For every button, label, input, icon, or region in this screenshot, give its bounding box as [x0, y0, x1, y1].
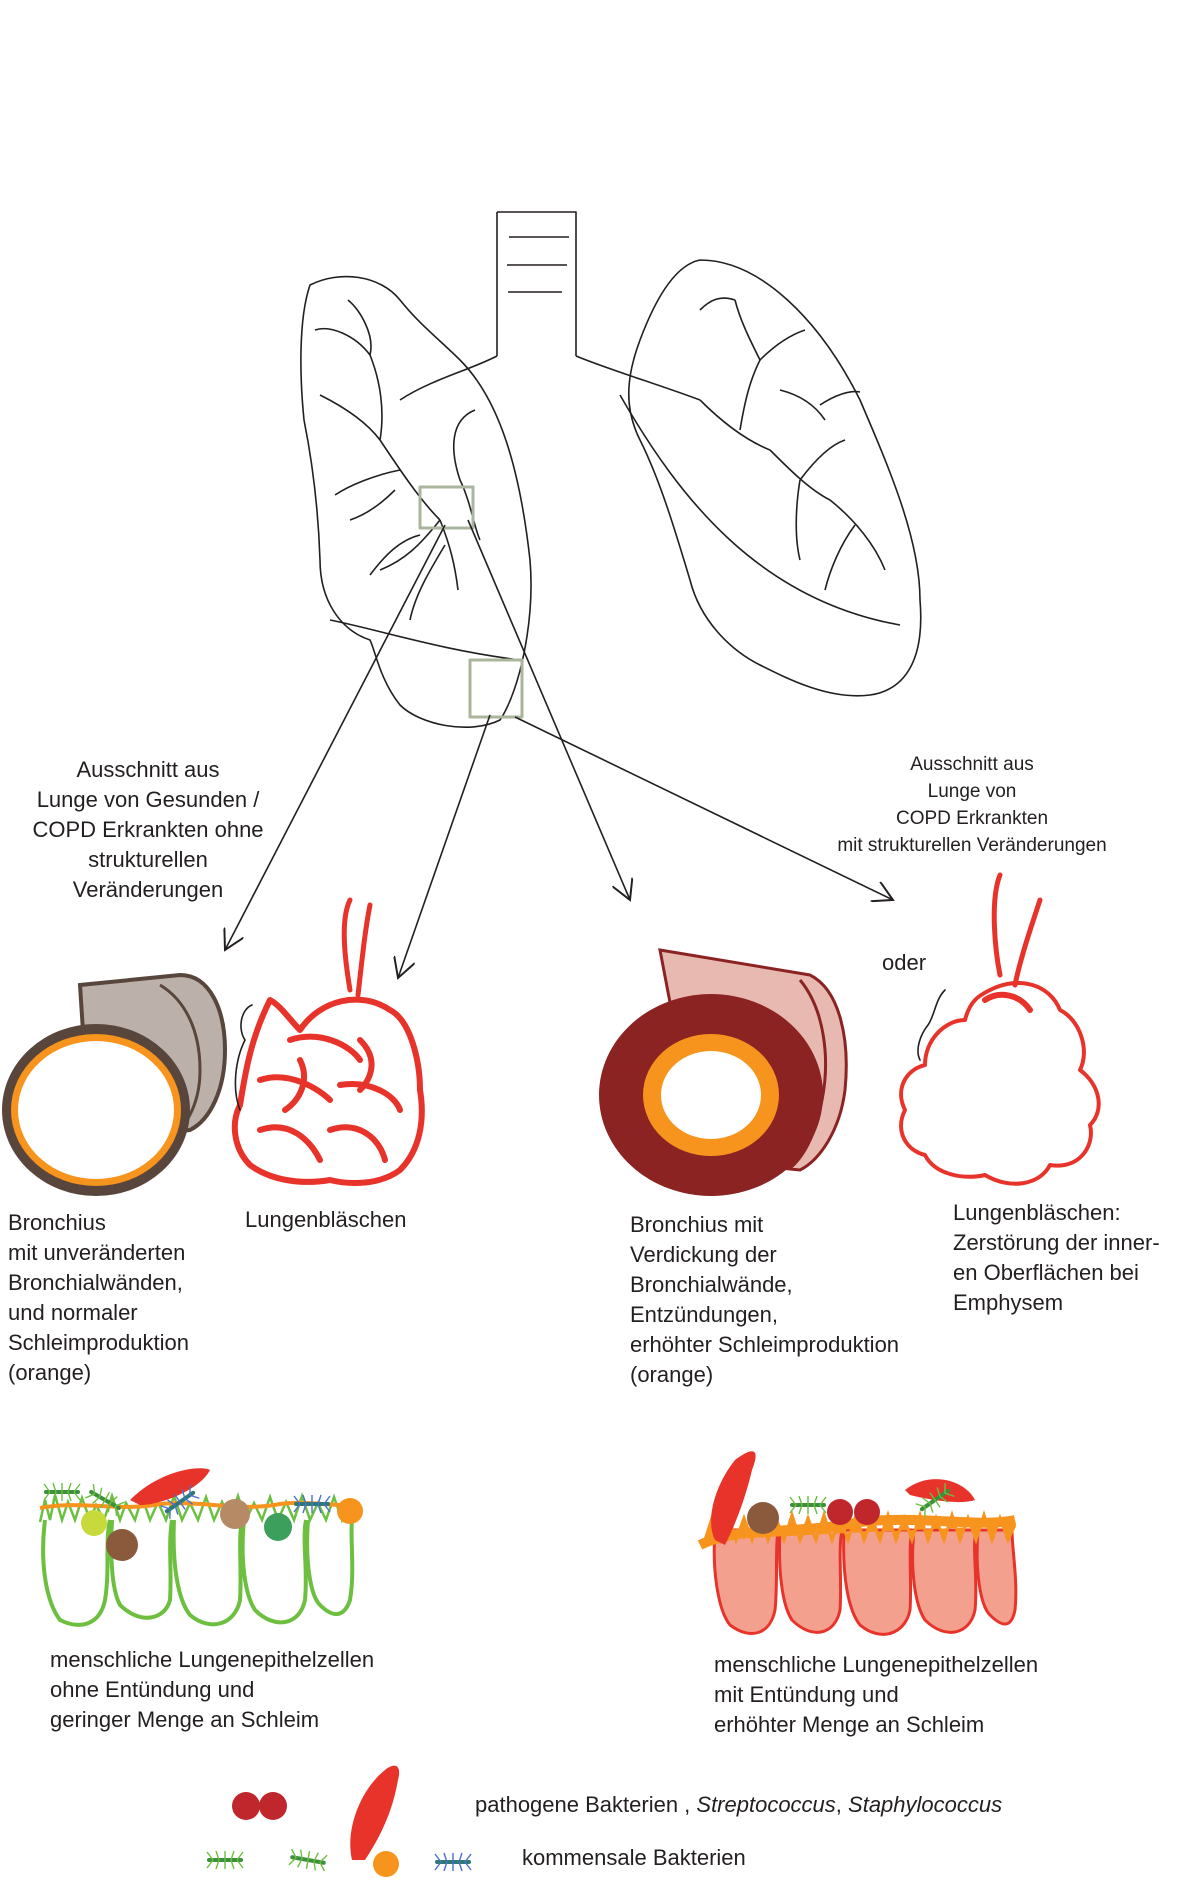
label-normal-bronchus: Bronchius mit unveränderten Bronchialwän… — [8, 1210, 189, 1385]
roi-box-bronchus — [418, 485, 475, 530]
callout-healthy-lung-section: Ausschnitt aus Lunge von Gesunden / COPD… — [32, 757, 264, 902]
arrow-to-copd-alveoli — [514, 716, 893, 900]
copd-bronchus — [599, 948, 848, 1196]
legend-pathogen-diplococcus-2 — [259, 1792, 287, 1820]
arrow-to-normal-bronchus — [225, 524, 446, 950]
arrows — [225, 519, 893, 978]
trachea — [496, 211, 577, 356]
legend-commensal-bacteria: kommensale Bakterien — [522, 1845, 746, 1870]
oder-label: oder — [882, 950, 927, 975]
arrow-to-normal-alveoli — [398, 714, 491, 978]
legend-pathogen-chain — [350, 1765, 400, 1860]
label-copd-epithelium: menschliche Lungenepithelzellen mit Entü… — [714, 1652, 1039, 1737]
arrow-to-copd-bronchus — [467, 519, 630, 900]
right-lung — [628, 259, 922, 697]
label-normal-epithelium: menschliche Lungenepithelzellen ohne Ent… — [50, 1647, 375, 1732]
copd-alveoli — [899, 872, 1101, 1186]
label-copd-alveoli: Lungenbläschen: Zerstörung der inner- en… — [953, 1200, 1160, 1315]
legend-commensal-coccus — [373, 1851, 399, 1877]
label-copd-bronchus: Bronchius mit Verdickung der Bronchialwä… — [630, 1212, 900, 1387]
copd-epithelium — [697, 1451, 1018, 1636]
legend-pathogen-diplococcus-1 — [232, 1792, 260, 1820]
callout-copd-lung-section: Ausschnitt aus Lunge von COPD Erkrankten… — [837, 754, 1107, 856]
normal-alveoli — [231, 897, 425, 1186]
normal-bronchus — [2, 972, 228, 1196]
lungs-illustration — [300, 211, 922, 728]
legend-symbols — [205, 1765, 473, 1877]
legend-pathogenic-bacteria: pathogene Bakterien , Streptococcus, Sta… — [475, 1792, 1003, 1817]
label-normal-alveoli: Lungenbläschen — [245, 1207, 407, 1232]
roi-box-alveoli — [468, 658, 524, 719]
normal-epithelium — [38, 1468, 363, 1627]
left-lung — [300, 275, 532, 728]
